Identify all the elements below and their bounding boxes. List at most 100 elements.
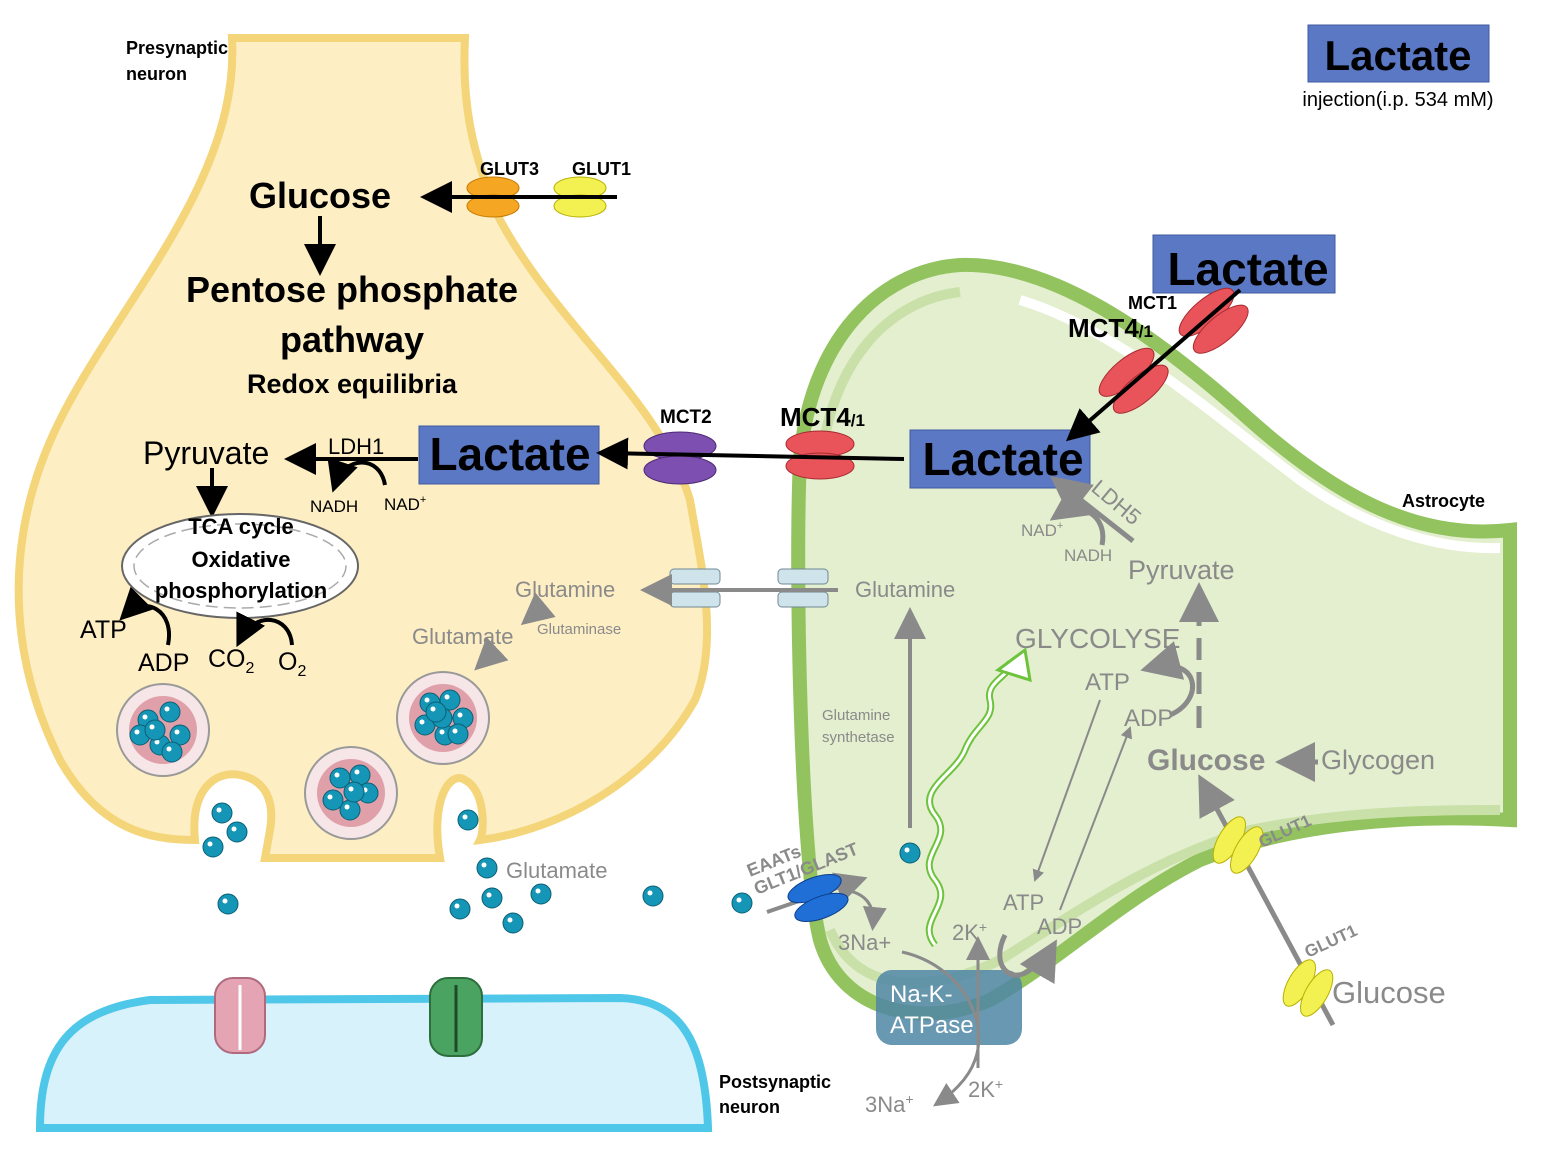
astrocyte-label: Astrocyte — [1402, 491, 1485, 511]
atp-pump: ATP — [1003, 890, 1044, 915]
glutamate-molecule — [144, 719, 166, 741]
glutamate-molecule-highlight — [535, 888, 541, 894]
glutamate-neuron: Glutamate — [412, 624, 514, 649]
glut3-transporter — [466, 176, 520, 218]
co2-label: CO2 — [208, 645, 255, 677]
glut1-transporter-inner — [1212, 816, 1264, 874]
na-k-atpase — [876, 970, 1022, 1045]
mct2-label: MCT2 — [660, 407, 712, 428]
glutamate-molecule — [343, 781, 365, 803]
glutamate-molecule-highlight — [354, 769, 360, 775]
glutamate-molecule — [502, 912, 524, 934]
glutamate-molecule — [447, 723, 469, 745]
na3-inside: 3Na+ — [838, 930, 891, 955]
glutamate-molecule-highlight — [327, 794, 333, 800]
injection-lactate-box — [1307, 24, 1490, 83]
postsynaptic-label-2: neuron — [719, 1097, 780, 1117]
mct41-transporter-top — [1098, 347, 1169, 414]
presynaptic-label-2: neuron — [126, 64, 187, 84]
glutamate-molecules — [129, 689, 921, 934]
redox-label: Redox equilibria — [247, 369, 458, 399]
glut1-outer-label: GLUT1 — [1302, 921, 1361, 962]
glutamate-molecule-highlight — [348, 786, 354, 792]
glut3-label: GLUT3 — [480, 159, 539, 179]
glutamate-molecule — [439, 689, 461, 711]
glutamate-molecule — [899, 842, 921, 864]
presynaptic-neuron — [14, 34, 712, 862]
glutamate-molecule-highlight — [166, 746, 172, 752]
oxidative-label: Oxidative — [191, 547, 290, 572]
o2-label: O2 — [278, 648, 306, 680]
glutamate-molecule — [202, 836, 224, 858]
glutamate-molecule — [211, 802, 233, 824]
pyruvate-astrocyte: Pyruvate — [1128, 555, 1235, 585]
glutamate-molecule-highlight — [904, 847, 910, 853]
mct41-top-label: MCT4/1 — [1068, 313, 1153, 343]
glut1-transporter — [553, 176, 607, 218]
na-k-atpase-label-2: ATPase — [890, 1012, 974, 1039]
glutamate-molecule — [731, 892, 753, 914]
energy-arrowhead — [994, 647, 1032, 683]
glutamate-molecule-highlight — [452, 728, 458, 734]
receptor-green — [429, 977, 483, 1057]
glutamate-molecule-highlight — [207, 841, 213, 847]
k2-outside: 2K+ — [968, 1076, 1003, 1102]
glutamate-molecule-highlight — [142, 714, 148, 720]
glutamate-molecule — [226, 821, 248, 843]
lactate-neuron-box — [418, 425, 600, 485]
lactate-blood: Lactate — [1167, 243, 1328, 295]
glutamate-cleft: Glutamate — [506, 858, 608, 883]
glutamine-transporter-neuron — [669, 568, 721, 608]
mct1-transporter — [1178, 287, 1249, 354]
glycogen-label: Glycogen — [1321, 745, 1435, 775]
glutamate-molecule-highlight — [444, 694, 450, 700]
glutamate-molecule-highlight — [424, 697, 430, 703]
na-k-atpase-label: Na-K- — [890, 981, 953, 1008]
glucose-blood: Glucose — [1332, 975, 1446, 1010]
glutamate-molecule — [217, 893, 239, 915]
glutamine-transporter-astrocyte — [777, 568, 829, 608]
glucose-neuron: Glucose — [249, 175, 391, 216]
glutamate-molecule-highlight — [457, 712, 463, 718]
glutamate-molecule-highlight — [334, 772, 340, 778]
glutamate-molecule — [481, 887, 503, 909]
glutamate-molecule — [161, 741, 183, 763]
presynaptic-label: Presynaptic — [126, 38, 228, 58]
nad-astrocyte: NAD+ — [1021, 520, 1063, 540]
glutamate-molecule — [169, 724, 191, 746]
glutamate-molecule — [159, 701, 181, 723]
injection-lactate-label: Lactate — [1324, 32, 1471, 79]
lactate-neuron: Lactate — [429, 428, 590, 480]
glutamate-molecule-highlight — [507, 917, 513, 923]
adp-pump: ADP — [1037, 914, 1082, 939]
lactate-astrocyte: Lactate — [922, 433, 1083, 485]
glutamate-molecule — [449, 898, 471, 920]
nadh-neuron: NADH — [310, 497, 358, 516]
glutamate-molecule-highlight — [486, 892, 492, 898]
glutamate-molecule — [530, 883, 552, 905]
glutamine-astrocyte: Glutamine — [855, 577, 955, 602]
glutamate-molecule-highlight — [154, 739, 160, 745]
k2-inside: 2K+ — [952, 919, 987, 945]
glutamate-molecule-highlight — [419, 719, 425, 725]
glutamate-molecule-highlight — [430, 706, 436, 712]
glutamate-molecule-highlight — [736, 897, 742, 903]
injection-text: injection(i.p. 534 mM) — [1302, 89, 1493, 111]
glutamate-molecule-highlight — [134, 729, 140, 735]
glutamate-molecule-highlight — [439, 729, 445, 735]
nad-neuron: NAD+ — [384, 494, 426, 514]
adp-astrocyte: ADP — [1124, 705, 1173, 732]
phosphorylation-label: phosphorylation — [155, 578, 327, 603]
glutamate-molecule — [425, 701, 447, 723]
pyruvate-neuron: Pyruvate — [143, 435, 269, 471]
lactate-blood-box — [1152, 234, 1336, 294]
glutamate-molecule-highlight — [344, 804, 350, 810]
ldh1-label: LDH1 — [328, 434, 384, 459]
glucose-astrocyte: Glucose — [1147, 744, 1265, 777]
glutamate-molecule-highlight — [454, 903, 460, 909]
glutamate-molecule-highlight — [174, 729, 180, 735]
glutamate-molecule-highlight — [462, 814, 468, 820]
ppp-label-2: pathway — [280, 319, 424, 360]
eaat-transporter — [787, 874, 849, 922]
